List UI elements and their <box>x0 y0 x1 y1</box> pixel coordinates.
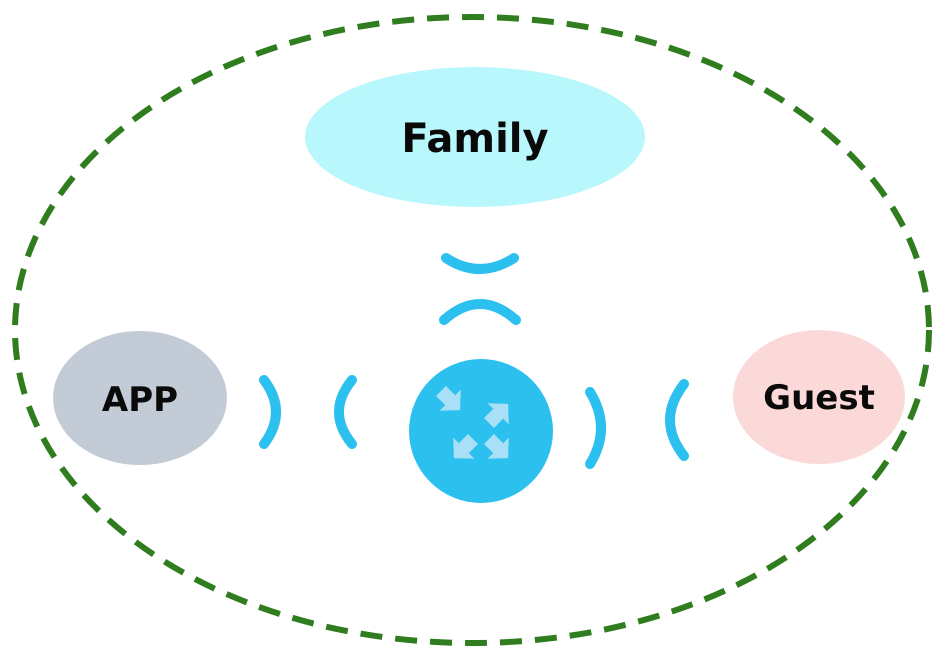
wifi-arc-right-outer <box>670 384 684 456</box>
router-icon <box>409 359 553 503</box>
wifi-signal-icon-up <box>444 258 516 320</box>
wifi-arc-upper <box>446 258 514 269</box>
family-label: Family <box>401 116 548 162</box>
router-circle <box>409 359 553 503</box>
wifi-signal-icon-right <box>590 384 684 464</box>
wifi-arc-left-outer <box>264 380 276 444</box>
app-label: APP <box>102 380 178 420</box>
wifi-arc-lower <box>444 304 516 320</box>
family-node: Family <box>305 67 645 207</box>
wifi-arc-left-inner <box>339 380 352 444</box>
app-node: APP <box>53 331 227 465</box>
wifi-signal-icon-left <box>264 380 352 444</box>
guest-node: Guest <box>733 330 905 464</box>
guest-label: Guest <box>763 378 875 418</box>
wifi-arc-right-inner <box>590 392 601 464</box>
